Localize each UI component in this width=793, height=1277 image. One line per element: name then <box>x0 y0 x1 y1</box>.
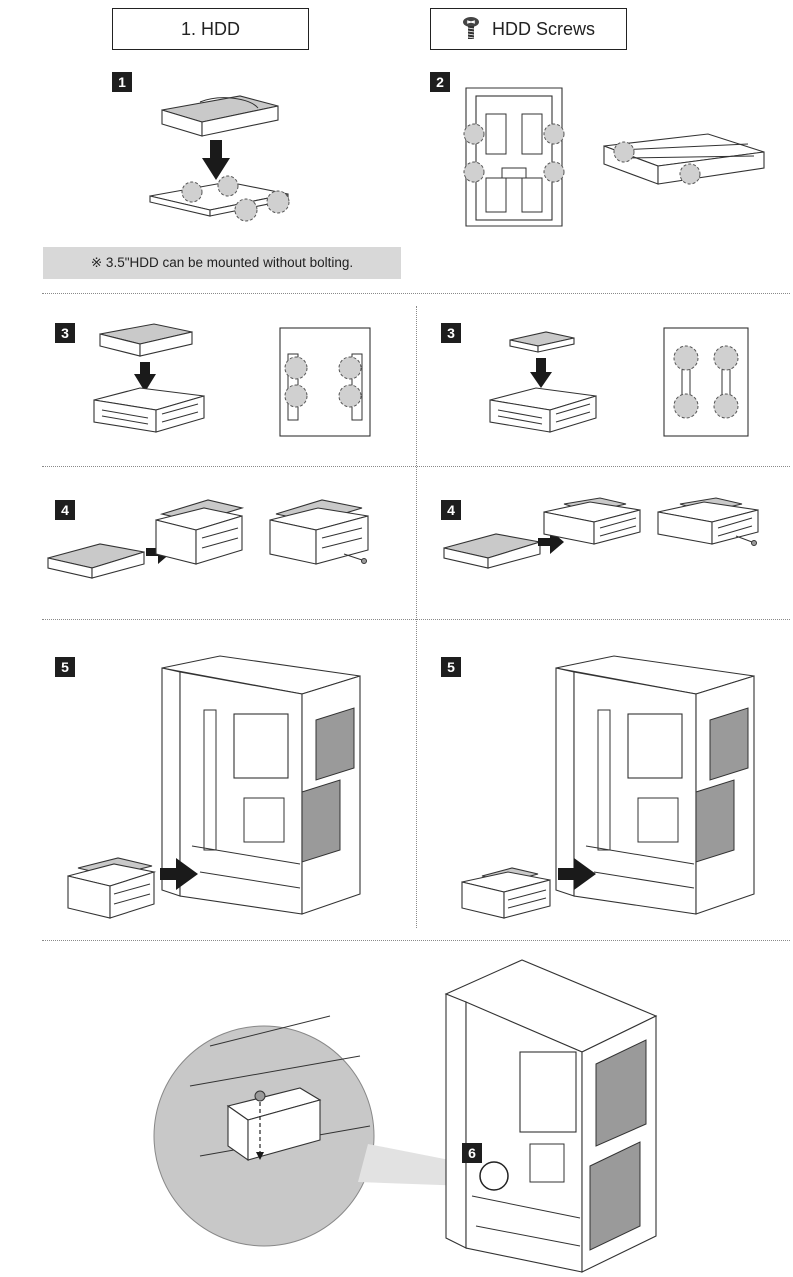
screw-icon <box>462 17 479 39</box>
step-6-badge: 6 <box>462 1143 482 1163</box>
column-divider <box>416 306 417 928</box>
step-1-badge: 1 <box>112 72 132 92</box>
section-divider <box>42 293 790 294</box>
hdd-cage-icon <box>489 387 597 433</box>
hdd-screws-title-text: HDD Screws <box>491 18 595 39</box>
hdd-cage-loaded <box>155 499 245 565</box>
hdd-screws-title: HDD Screws <box>430 8 627 50</box>
hdd-cage-secured <box>657 497 759 546</box>
hdd-cage-loaded <box>461 867 551 919</box>
step-5-left-badge: 5 <box>55 657 75 677</box>
hdd-tray-angled-view <box>603 133 765 185</box>
zoom-detail-circle <box>153 1015 375 1247</box>
step-5-right-badge: 5 <box>441 657 461 677</box>
hdd-tray-front-view <box>463 87 565 227</box>
step-2-badge: 2 <box>430 72 450 92</box>
section-divider <box>42 940 790 941</box>
hdd-cage-loaded <box>543 497 641 545</box>
push-arrow-icon <box>558 858 596 890</box>
hdd-section-title: 1. HDD <box>112 8 309 50</box>
hdd-tray-with-drive <box>443 533 541 569</box>
push-arrow-icon <box>530 358 552 388</box>
hdd-drive-icon <box>99 323 193 357</box>
hdd-cage-icon <box>93 387 205 433</box>
hdd-section-title-text: 1. HDD <box>180 18 240 39</box>
step-5-right-illustration <box>461 655 755 919</box>
step-4-left-badge: 4 <box>55 500 75 520</box>
step-3-right-badge: 3 <box>441 323 461 343</box>
step-4-right-badge: 4 <box>441 500 461 520</box>
pc-case-icon <box>555 655 755 915</box>
pc-case-icon <box>444 959 658 1273</box>
hdd-tray-with-drive <box>47 543 145 579</box>
hdd-drive-icon <box>161 95 279 137</box>
step-4-left-illustration <box>47 499 369 579</box>
ssd-drive-icon <box>509 331 575 353</box>
pc-case-icon <box>161 655 361 915</box>
step-4-right-illustration <box>443 497 759 569</box>
step-3-left-badge: 3 <box>55 323 75 343</box>
mounting-note-text: ※ 3.5"HDD can be mounted without bolting… <box>90 255 354 270</box>
step-3-left-illustration <box>93 323 371 437</box>
step-3-right-illustration <box>489 327 749 437</box>
hdd-cage-loaded <box>67 857 157 919</box>
hdd-cage-side-view <box>663 327 749 437</box>
push-arrow-icon <box>202 140 230 180</box>
push-arrow-icon <box>160 858 198 890</box>
step-5-left-illustration <box>67 655 361 919</box>
push-arrow-icon <box>538 530 564 554</box>
hdd-tray-icon <box>149 175 290 222</box>
hdd-cage-secured <box>269 499 369 565</box>
step-6-illustration <box>153 959 658 1273</box>
step-2-illustration <box>463 87 765 227</box>
step-1-illustration <box>149 95 290 222</box>
hdd-cage-side-view <box>279 327 371 437</box>
mounting-note: ※ 3.5"HDD can be mounted without bolting… <box>43 247 401 279</box>
push-arrow-icon <box>134 362 156 392</box>
